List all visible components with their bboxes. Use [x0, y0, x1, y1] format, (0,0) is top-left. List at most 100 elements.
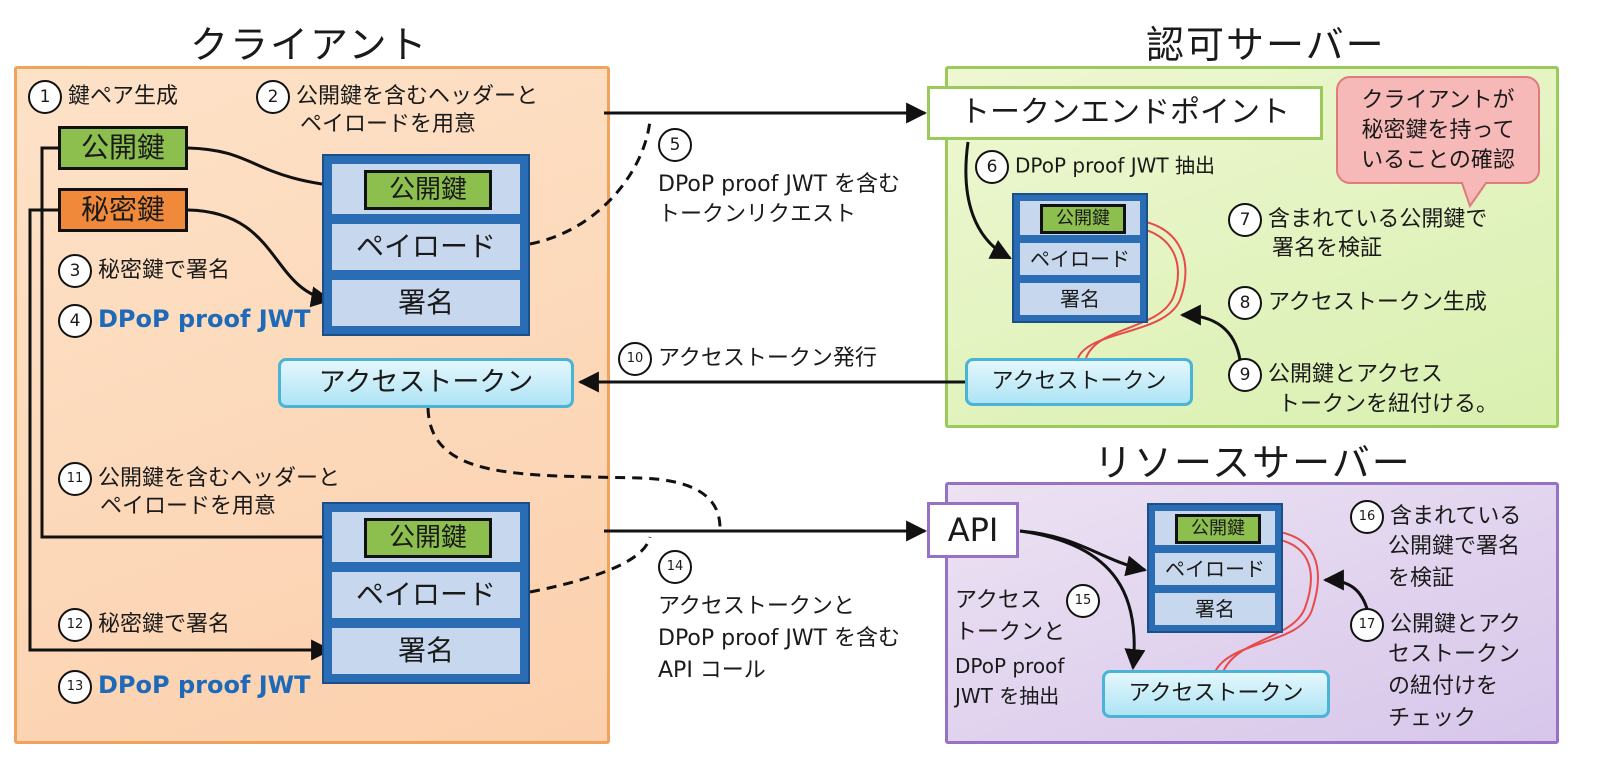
- privkey-to-jwt1-arrow: [187, 208, 333, 308]
- privkey-to-jwt2-arrow: [28, 208, 333, 661]
- step15-line2: トークンと: [955, 620, 1066, 645]
- jwt2-payload: ペイロード: [330, 570, 522, 620]
- step15-number: 15: [1066, 584, 1100, 618]
- step17-line3: の紐付けを: [1388, 674, 1499, 699]
- step15-line4: JWT を抽出: [955, 684, 1060, 708]
- api-endpoint: API: [927, 502, 1019, 558]
- step8-text: アクセストークン生成: [1268, 290, 1487, 315]
- jwt2-dashed-link: [529, 536, 652, 594]
- step2-line2: ペイロードを用意: [300, 112, 477, 137]
- callout-line1: クライアントが: [1361, 88, 1515, 113]
- step6-text: DPoP proof JWT 抽出: [1015, 153, 1215, 178]
- jwt2-public-key: 公開鍵: [364, 518, 492, 558]
- jwt2-signature: 署名: [330, 626, 522, 676]
- step7-line2: 署名を検証: [1272, 236, 1383, 261]
- step11-line2: ペイロードを用意: [100, 494, 277, 519]
- step3-number: 3: [58, 254, 92, 288]
- step13-text: DPoP proof JWT: [98, 671, 311, 699]
- step7-line1: 含まれている公開鍵で: [1268, 207, 1488, 232]
- auth-jwt-payload: ペイロード: [1018, 241, 1142, 277]
- client-jwt2: 公開鍵 ペイロード 署名: [322, 502, 530, 684]
- client-public-key: 公開鍵: [58, 126, 188, 170]
- step16-line2: 公開鍵で署名: [1388, 534, 1521, 559]
- step11-number: 11: [58, 462, 92, 496]
- resource-jwt: 公開鍵 ペイロード 署名: [1147, 503, 1283, 633]
- step8-number: 8: [1228, 286, 1262, 320]
- step2-line1: 公開鍵を含むヘッダーと: [296, 84, 539, 109]
- resource-jwt-signature: 署名: [1153, 591, 1277, 627]
- resource-jwt-header-row: 公開鍵: [1153, 509, 1277, 547]
- step9-line1: 公開鍵とアクセス: [1268, 362, 1443, 387]
- step6-number: 6: [975, 150, 1009, 184]
- extract-jwt-arrow: [964, 141, 1012, 260]
- step17-line4: チェック: [1388, 706, 1477, 731]
- step4-text: DPoP proof JWT: [98, 305, 311, 333]
- bind-token-arrow: [1179, 304, 1242, 361]
- step17-line2: セストークン: [1388, 642, 1521, 667]
- client-jwt1: 公開鍵 ペイロード 署名: [322, 154, 530, 336]
- proof-callout: クライアントが 秘密鍵を持って いることの確認: [1336, 76, 1540, 184]
- step9-line2: トークンを紐付ける。: [1278, 392, 1499, 417]
- auth-jwt-signature: 署名: [1018, 281, 1142, 317]
- step5-label: 5: [658, 128, 698, 162]
- api-to-token-arrow: [1019, 529, 1146, 671]
- step3-text: 秘密鍵で署名: [98, 258, 231, 283]
- step1-text: 鍵ペア生成: [68, 84, 179, 109]
- auth-jwt: 公開鍵 ペイロード 署名: [1012, 193, 1148, 323]
- step5-number: 5: [658, 128, 692, 162]
- resource-jwt-payload: ペイロード: [1153, 551, 1277, 587]
- step15-line3: DPoP proof: [955, 654, 1065, 678]
- check-binding-arrow: [1322, 569, 1370, 613]
- client-access-token: アクセストークン: [278, 358, 574, 408]
- step2-number: 2: [256, 80, 290, 114]
- auth-access-token: アクセストークン: [965, 358, 1193, 406]
- jwt1-payload: ペイロード: [330, 222, 522, 272]
- resource-server-title: リソースサーバー: [1094, 441, 1412, 485]
- auth-jwt-public-key: 公開鍵: [1040, 204, 1126, 234]
- step4-number: 4: [58, 304, 92, 338]
- jwt1-public-key: 公開鍵: [364, 170, 492, 210]
- step17-line1: 公開鍵とアク: [1390, 612, 1521, 637]
- step12-number: 12: [58, 608, 92, 642]
- callout-line3: いることの確認: [1361, 148, 1515, 173]
- resource-access-token: アクセストークン: [1102, 670, 1330, 718]
- step16-line3: を検証: [1388, 566, 1455, 591]
- jwt2-header-row: 公開鍵: [330, 510, 522, 564]
- step16-number: 16: [1350, 500, 1384, 534]
- step1-number: 1: [28, 80, 62, 114]
- step14-line3: API コール: [658, 658, 766, 683]
- auth-server-title: 認可サーバー: [1146, 23, 1386, 67]
- client-private-key: 秘密鍵: [58, 188, 188, 232]
- step7-number: 7: [1228, 203, 1262, 237]
- jwt1-signature: 署名: [330, 278, 522, 328]
- token-endpoint: トークンエンドポイント: [927, 86, 1323, 140]
- token-dashed-link: [426, 407, 722, 529]
- step10-text: アクセストークン発行: [658, 346, 877, 371]
- step14-line2: DPoP proof JWT を含む: [658, 626, 901, 651]
- step15-label: 15: [1066, 584, 1106, 618]
- step14-line1: アクセストークンと: [658, 594, 855, 619]
- step17-number: 17: [1350, 608, 1384, 642]
- step14-number: 14: [658, 550, 692, 584]
- step12-text: 秘密鍵で署名: [98, 612, 231, 637]
- step14-label: 14: [658, 550, 698, 584]
- step9-number: 9: [1228, 358, 1262, 392]
- step15-line1: アクセス: [955, 588, 1042, 613]
- step10-number: 10: [618, 342, 652, 376]
